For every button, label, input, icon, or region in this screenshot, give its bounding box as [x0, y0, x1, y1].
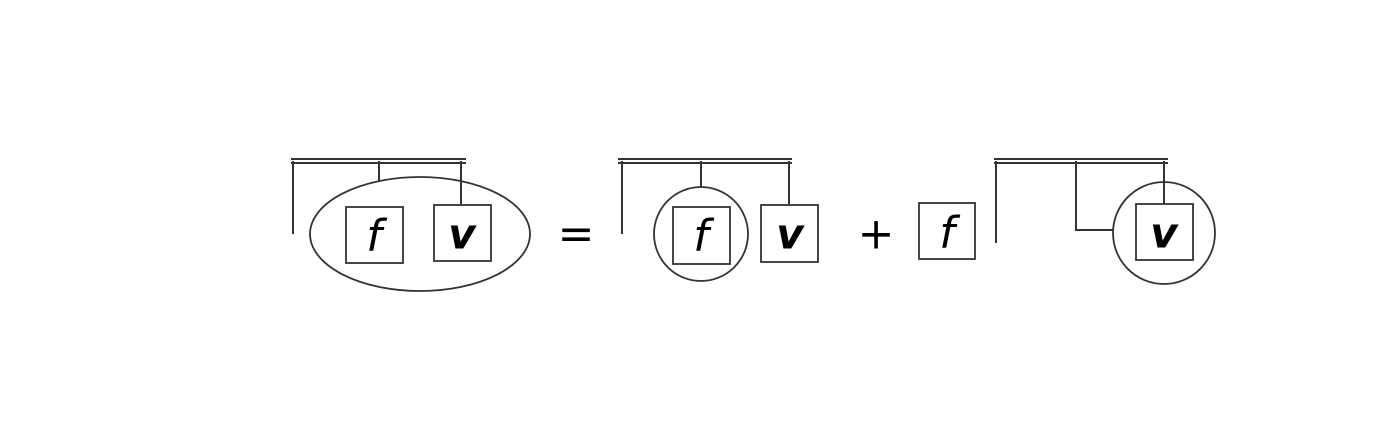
lhs-v-symbol: v — [448, 210, 477, 259]
lhs-f-box — [345, 206, 404, 264]
lhs-v-box — [433, 204, 492, 262]
rhs2-circle — [1112, 181, 1216, 285]
rhs-term-1: f v — [618, 158, 819, 282]
rhs2-v-symbol: v — [1150, 209, 1179, 258]
rhs1-f-box — [672, 206, 731, 265]
rhs1-v-box — [760, 204, 819, 263]
lhs-ellipse — [309, 176, 531, 292]
lhs-term: f v — [291, 158, 531, 292]
rhs2-f-box — [918, 202, 976, 260]
rhs2-v-box — [1135, 203, 1194, 261]
rhs-term-2: f v — [918, 158, 1216, 285]
plus-sign: + — [858, 209, 895, 260]
rhs1-circle — [653, 186, 749, 282]
rhs1-v-symbol: v — [776, 210, 805, 259]
equals-sign: = — [558, 209, 595, 260]
